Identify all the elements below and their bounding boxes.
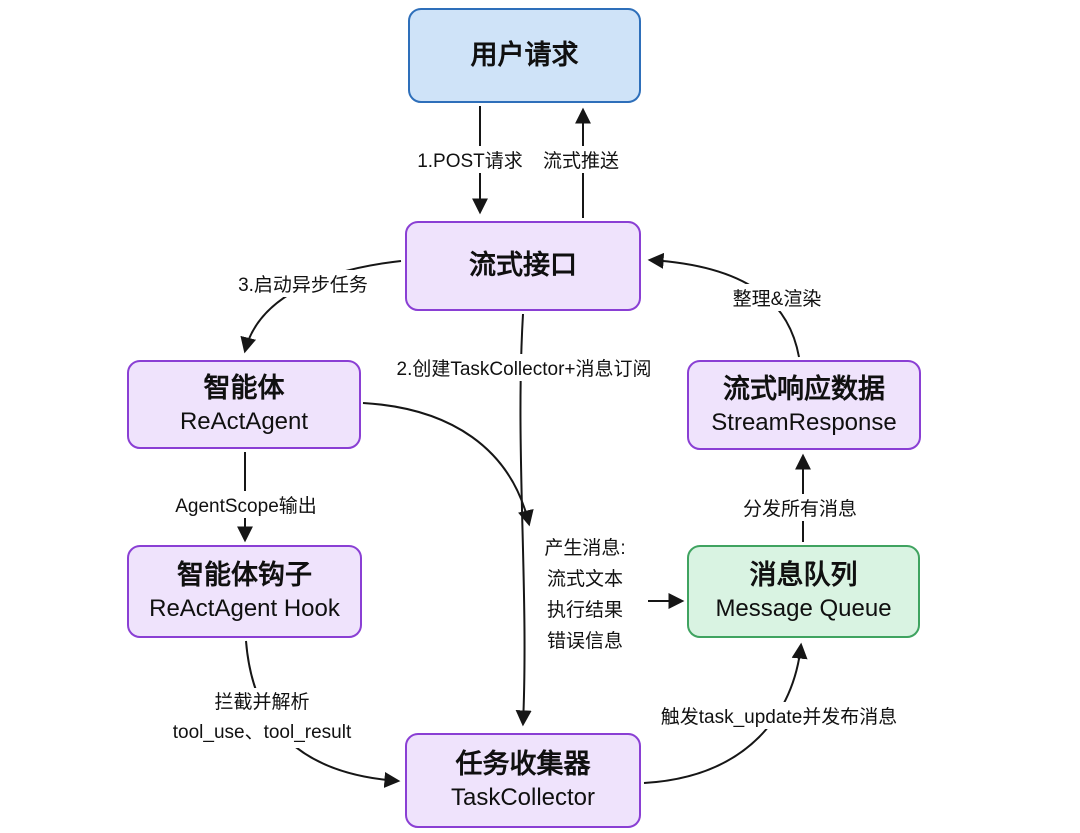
produce-messages-title: 产生消息:: [544, 538, 626, 559]
label-produce-messages: 产生消息: 流式文本 执行结果 错误信息: [541, 533, 629, 657]
node-message-queue: 消息队列 Message Queue: [687, 545, 920, 638]
node-title: 流式接口: [469, 250, 577, 281]
label-organize-render: 整理&渲染: [729, 284, 825, 311]
label-agentscope-output: AgentScope输出: [172, 491, 320, 518]
label-create-collector-subscribe: 2.创建TaskCollector+消息订阅: [393, 354, 655, 381]
node-subtitle: TaskCollector: [450, 784, 596, 812]
produce-messages-item: 流式文本: [546, 569, 623, 590]
edge-trigger-update: [643, 642, 808, 784]
node-subtitle: Message Queue: [715, 595, 892, 623]
node-task-collector: 任务收集器 TaskCollector: [405, 733, 641, 828]
node-title: 智能体钩子: [177, 560, 312, 591]
produce-messages-item: 执行结果: [546, 600, 623, 621]
label-distribute-all: 分发所有消息: [739, 494, 861, 521]
label-intercept-parse-line1: 拦截并解析: [214, 692, 310, 713]
node-react-agent: 智能体 ReActAgent: [127, 360, 361, 449]
label-post-request: 1.POST请求: [414, 146, 526, 173]
produce-messages-item: 错误信息: [546, 631, 623, 652]
node-subtitle: ReActAgent Hook: [149, 595, 340, 623]
node-user-request: 用户请求: [408, 8, 641, 103]
node-subtitle: StreamResponse: [711, 408, 897, 436]
label-intercept-parse-line2: tool_use、tool_result: [172, 722, 352, 743]
label-stream-push: 流式推送: [539, 146, 623, 173]
label-trigger-task-update: 触发task_update并发布消息: [657, 702, 901, 729]
node-react-agent-hook: 智能体钩子 ReActAgent Hook: [127, 545, 362, 638]
node-stream-api: 流式接口: [405, 221, 641, 311]
node-title: 消息队列: [749, 560, 858, 591]
node-stream-response: 流式响应数据 StreamResponse: [687, 360, 921, 450]
node-title: 智能体: [203, 373, 285, 404]
node-title: 用户请求: [470, 39, 579, 70]
node-title: 任务收集器: [455, 749, 591, 780]
node-title: 流式响应数据: [723, 373, 885, 404]
label-start-async-task: 3.启动异步任务: [235, 270, 371, 297]
edge-produce-curve: [362, 402, 534, 527]
label-intercept-parse: 拦截并解析 tool_use、tool_result: [169, 688, 355, 748]
node-subtitle: ReActAgent: [179, 408, 309, 436]
